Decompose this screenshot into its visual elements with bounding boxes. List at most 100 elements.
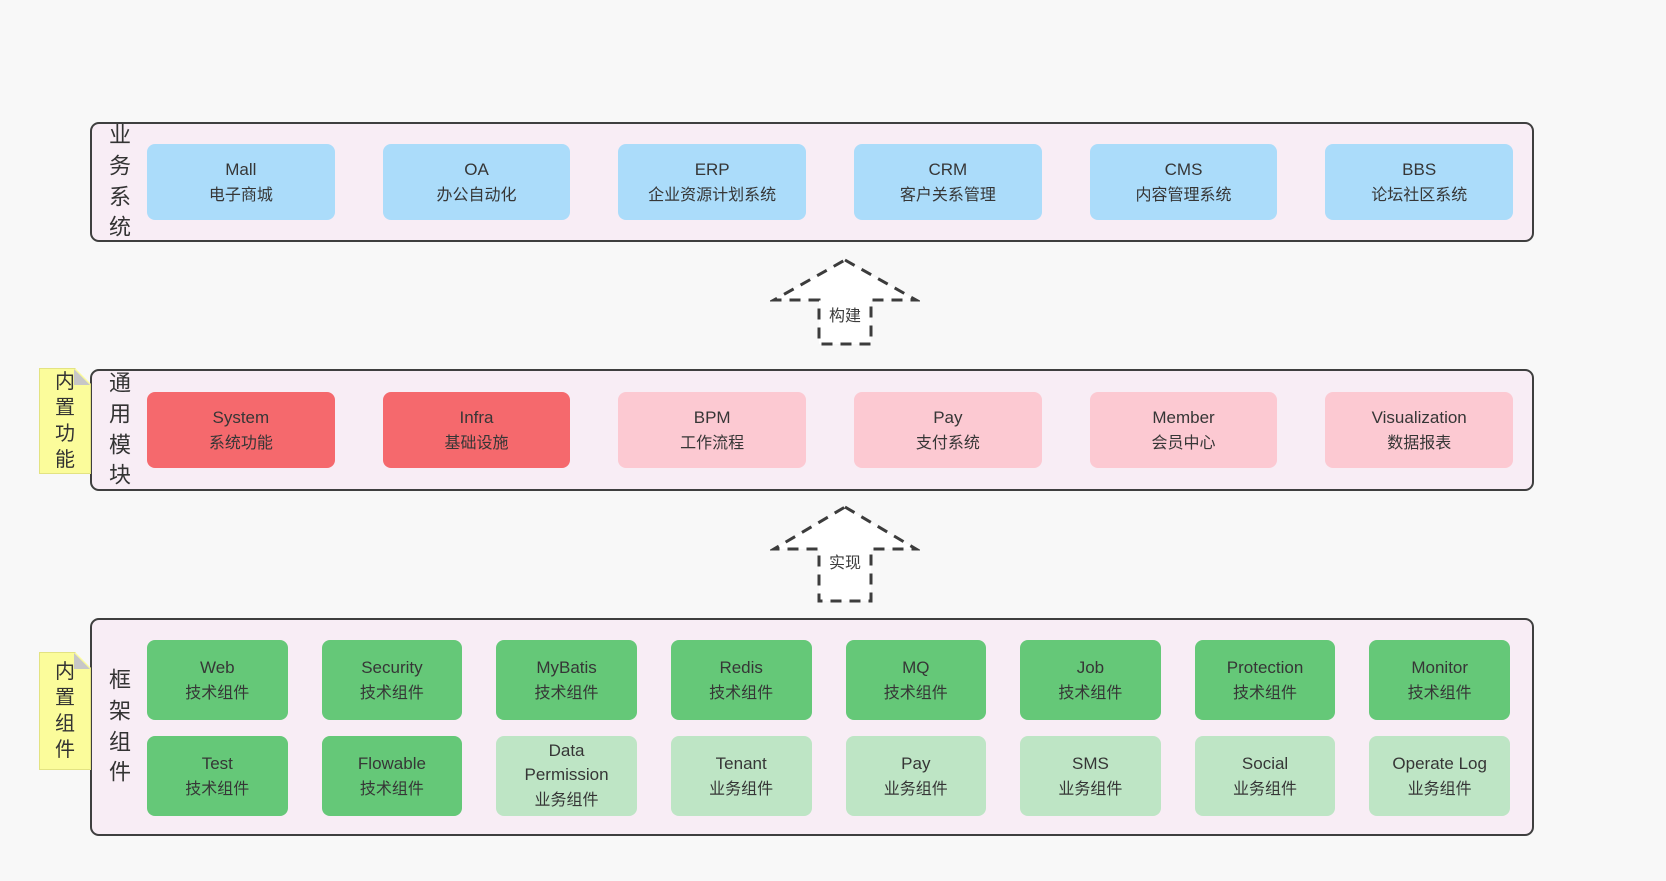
box-subtitle: 企业资源计划系统	[648, 186, 777, 204]
box-subtitle: 电子商城	[208, 186, 273, 204]
box-subtitle: 工作流程	[680, 434, 745, 452]
box-subtitle: 客户关系管理	[899, 186, 996, 204]
box-title: OA	[464, 159, 489, 179]
box-operate-log: Operate Log 业务组件	[1369, 736, 1510, 816]
box-pay-module: Pay 支付系统	[854, 392, 1042, 468]
box-title: Web	[199, 657, 235, 677]
folded-corner	[74, 369, 90, 385]
box-subtitle: 数据报表	[1387, 434, 1452, 452]
box-title: Redis	[719, 657, 763, 677]
band-common-modules-label: 通用模块	[108, 370, 131, 488]
framework-components-grid: Web 技术组件 Security 技术组件 MyBatis 技术组件 Redi…	[147, 640, 1510, 816]
box-bbs: BBS 论坛社区系统	[1325, 144, 1514, 220]
box-subtitle: 论坛社区系统	[1371, 186, 1468, 204]
box-title: Tenant	[715, 753, 767, 773]
box-infra: Infra 基础设施	[382, 392, 571, 468]
box-title: Member	[1152, 407, 1215, 427]
box-title: Job	[1076, 657, 1105, 677]
box-subtitle: 技术组件	[883, 684, 948, 702]
band-business-systems: 业务系统 Mall 电子商城 OA 办公自动化 ERP 企业资源计划系统 CRM…	[90, 122, 1534, 242]
box-title: Security	[361, 657, 423, 677]
sticky-note-built-in-features: 内置功能	[39, 368, 91, 474]
business-components-row: Test 技术组件 Flowable 技术组件 Data Permission …	[147, 736, 1510, 816]
box-subtitle: 办公自动化	[436, 186, 517, 204]
box-subtitle: 技术组件	[359, 684, 424, 702]
box-subtitle: 内容管理系统	[1135, 186, 1232, 204]
band-common-modules: 通用模块 System 系统功能 Infra 基础设施 BPM 工作流程 Pay…	[90, 369, 1534, 491]
box-subtitle: 技术组件	[534, 684, 599, 702]
box-subtitle: 业务组件	[883, 780, 948, 798]
box-security: Security 技术组件	[321, 640, 463, 720]
band-business-systems-label: 业务系统	[108, 122, 131, 240]
box-visualization: Visualization 数据报表	[1325, 392, 1514, 468]
sticky-note-text: 内置功能	[55, 371, 75, 471]
box-title: Protection	[1226, 657, 1304, 677]
box-title: MQ	[902, 657, 930, 677]
box-web: Web 技术组件	[147, 640, 288, 720]
box-mq: MQ 技术组件	[845, 640, 987, 720]
box-member: Member 会员中心	[1089, 392, 1278, 468]
box-subtitle: 技术组件	[709, 684, 774, 702]
box-erp: ERP 企业资源计划系统	[618, 144, 807, 220]
box-sms: SMS 业务组件	[1020, 736, 1161, 816]
box-mall: Mall 电子商城	[147, 144, 335, 220]
box-title: SMS	[1072, 753, 1109, 773]
box-title: BPM	[693, 407, 731, 427]
build-arrow: 构建	[770, 256, 920, 348]
box-title: Infra	[459, 407, 494, 427]
box-title: BBS	[1402, 159, 1437, 179]
band-framework-components: 框架组件 Web 技术组件 Security 技术组件 MyBatis 技术组件…	[90, 618, 1534, 836]
box-subtitle: 技术组件	[1058, 684, 1123, 702]
box-title: Test	[201, 753, 233, 773]
box-subtitle: 业务组件	[1407, 780, 1472, 798]
box-monitor: Monitor 技术组件	[1369, 640, 1510, 720]
box-subtitle: 技术组件	[185, 780, 250, 798]
box-bpm: BPM 工作流程	[618, 392, 807, 468]
box-title: Data Permission	[524, 740, 609, 785]
box-pay-component: Pay 业务组件	[845, 736, 987, 816]
box-subtitle: 业务组件	[709, 780, 774, 798]
sticky-note-built-in-components: 内置组件	[39, 652, 91, 770]
box-crm: CRM 客户关系管理	[854, 144, 1042, 220]
box-job: Job 技术组件	[1020, 640, 1161, 720]
box-title: Pay	[933, 407, 963, 427]
box-title: MyBatis	[536, 657, 597, 677]
box-title: Social	[1241, 753, 1289, 773]
box-data-permission: Data Permission 业务组件	[496, 736, 637, 816]
box-subtitle: 业务组件	[534, 791, 599, 809]
box-title: ERP	[694, 159, 730, 179]
box-subtitle: 系统功能	[208, 434, 273, 452]
box-subtitle: 技术组件	[1233, 684, 1298, 702]
box-title: Pay	[901, 753, 931, 773]
box-subtitle: 技术组件	[185, 684, 250, 702]
build-arrow-label: 构建	[825, 302, 865, 326]
box-oa: OA 办公自动化	[382, 144, 571, 220]
sticky-note-text: 内置组件	[55, 661, 75, 761]
box-title: CRM	[928, 159, 968, 179]
box-title: Flowable	[357, 753, 426, 773]
box-subtitle: 会员中心	[1151, 434, 1216, 452]
business-systems-box-row: Mall 电子商城 OA 办公自动化 ERP 企业资源计划系统 CRM 客户关系…	[147, 124, 1514, 240]
box-subtitle: 技术组件	[359, 780, 424, 798]
box-title: Visualization	[1371, 407, 1467, 427]
box-system: System 系统功能	[147, 392, 335, 468]
box-redis: Redis 技术组件	[670, 640, 812, 720]
common-modules-box-row: System 系统功能 Infra 基础设施 BPM 工作流程 Pay 支付系统…	[147, 371, 1514, 489]
box-title: System	[212, 407, 270, 427]
box-title: CMS	[1164, 159, 1203, 179]
folded-corner	[74, 653, 90, 669]
box-test: Test 技术组件	[147, 736, 288, 816]
box-title: Mall	[225, 159, 257, 179]
box-cms: CMS 内容管理系统	[1089, 144, 1278, 220]
box-protection: Protection 技术组件	[1194, 640, 1336, 720]
box-tenant: Tenant 业务组件	[670, 736, 812, 816]
box-subtitle: 支付系统	[915, 434, 980, 452]
box-subtitle: 基础设施	[444, 434, 509, 452]
implement-arrow-label: 实现	[825, 549, 865, 573]
box-subtitle: 业务组件	[1058, 780, 1123, 798]
box-social: Social 业务组件	[1194, 736, 1336, 816]
band-framework-components-label: 框架组件	[108, 667, 131, 785]
box-subtitle: 业务组件	[1233, 780, 1298, 798]
implement-arrow: 实现	[770, 503, 920, 605]
box-subtitle: 技术组件	[1407, 684, 1472, 702]
